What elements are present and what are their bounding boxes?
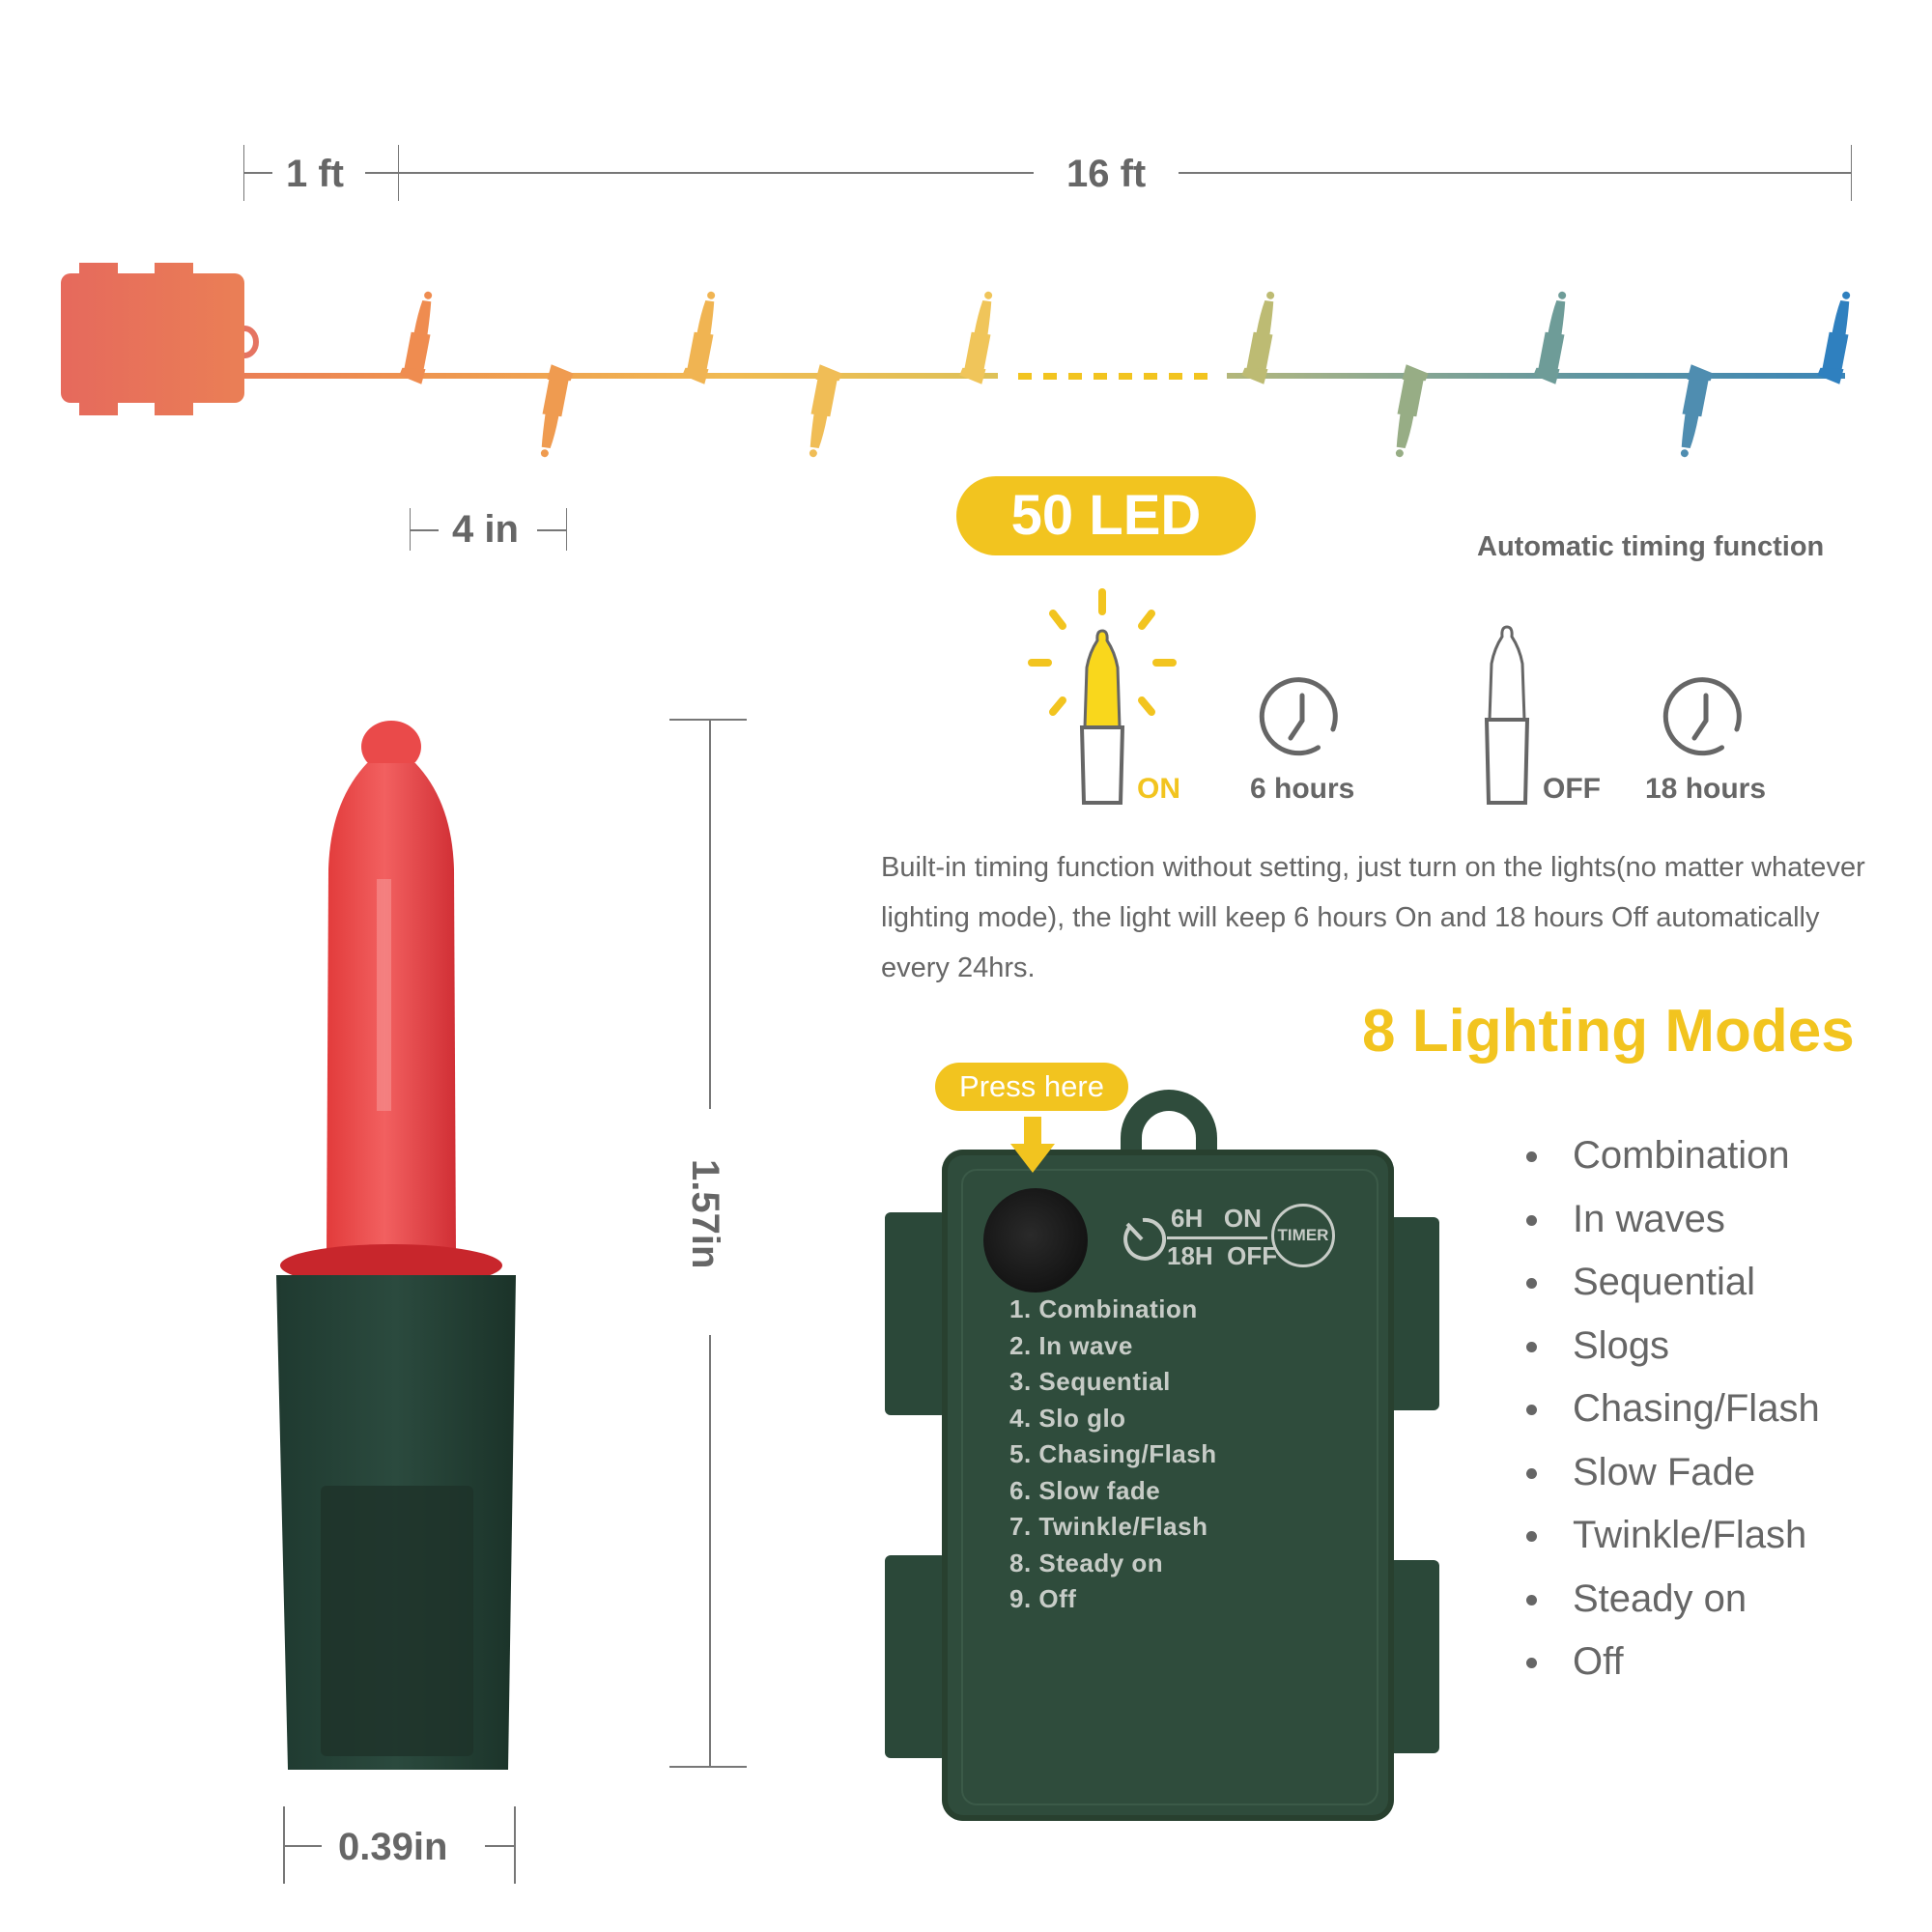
mode-item: Chasing/Flash (1526, 1383, 1820, 1447)
printed-mode: 6. Slow fade (1009, 1475, 1161, 1505)
mode-item: Steady on (1526, 1574, 1820, 1637)
printed-mode-list: 1. Combination 2. In wave 3. Sequential … (1009, 1293, 1217, 1619)
lighting-modes-list: Combination In waves Sequential Slogs Ch… (1526, 1130, 1820, 1700)
mode-item: Off (1526, 1636, 1820, 1700)
mode-item: Combination (1526, 1130, 1820, 1194)
printed-mode: 8. Steady on (1009, 1548, 1164, 1577)
printed-mode: 1. Combination (1009, 1294, 1198, 1323)
press-here-callout: Press here (935, 1063, 1128, 1111)
dim-line (485, 1845, 514, 1847)
dim-line (283, 1845, 322, 1847)
mode-item: Slogs (1526, 1321, 1820, 1384)
dim-0.39in-label: 0.39in (338, 1826, 448, 1868)
dim-line (1179, 172, 1851, 174)
hinge (885, 1555, 947, 1758)
timer-description: Built-in timing function without setting… (881, 852, 1865, 983)
dim-line (709, 1335, 711, 1766)
dim-16ft-label: 16 ft (1066, 153, 1147, 195)
dim-1ft-label: 1 ft (286, 153, 344, 195)
dim-tick (669, 719, 747, 721)
printed-mode: 7. Twinkle/Flash (1009, 1512, 1208, 1541)
bulb-on-icon (1028, 588, 1177, 805)
timer-heading: Automatic timing function (1477, 531, 1825, 562)
red-bulb-photo (276, 721, 516, 1770)
timer-divider (1167, 1236, 1267, 1239)
off-duration: 18 hours (1645, 773, 1767, 805)
modes-heading: 8 Lighting Modes (1362, 998, 1855, 1065)
battery-box-silhouette (61, 263, 259, 415)
mode-item: Slow Fade (1526, 1447, 1820, 1511)
dim-line (398, 172, 1034, 174)
printed-mode: 2. In wave (1009, 1330, 1133, 1360)
mode-item: Twinkle/Flash (1526, 1510, 1820, 1574)
timer-badge: TIMER (1271, 1204, 1335, 1267)
hinge (885, 1212, 947, 1415)
dim-tick (669, 1766, 747, 1768)
dim-1.57in-label: 1.57in (684, 1159, 726, 1269)
timer-on-marking: 6H ON (1171, 1204, 1262, 1233)
light-string-illustration (61, 263, 1855, 460)
printed-mode: 5. Chasing/Flash (1009, 1439, 1217, 1468)
dim-4in-label: 4 in (452, 508, 519, 551)
on-label: ON (1137, 773, 1180, 805)
timer-symbol-icon (1123, 1217, 1167, 1261)
dim-tick (566, 508, 567, 551)
mode-item: Sequential (1526, 1257, 1820, 1321)
mode-item: In waves (1526, 1194, 1820, 1258)
dim-line (537, 529, 566, 531)
printed-mode: 3. Sequential (1009, 1367, 1171, 1396)
dashed-wire-gap (1018, 373, 1208, 380)
off-label: OFF (1543, 773, 1601, 805)
arrow-down-icon (1010, 1117, 1055, 1173)
bulb-off-icon (1484, 625, 1530, 805)
printed-mode: 4. Slo glo (1009, 1403, 1126, 1433)
on-duration: 6 hours (1250, 773, 1355, 805)
dim-line (365, 172, 398, 174)
mode-button[interactable] (983, 1188, 1088, 1293)
timer-off-marking: 18H OFF (1167, 1241, 1278, 1270)
dim-tick (1851, 145, 1852, 201)
dim-line (410, 529, 439, 531)
printed-mode: 9. Off (1009, 1584, 1077, 1613)
dim-line (709, 719, 711, 1109)
clock-icon-18h (1662, 677, 1742, 756)
dim-tick (514, 1806, 516, 1884)
led-count-badge: 50 LED (956, 476, 1256, 555)
dim-line (243, 172, 272, 174)
battery-box-lid (961, 1169, 1378, 1805)
clock-icon-6h (1259, 677, 1338, 756)
